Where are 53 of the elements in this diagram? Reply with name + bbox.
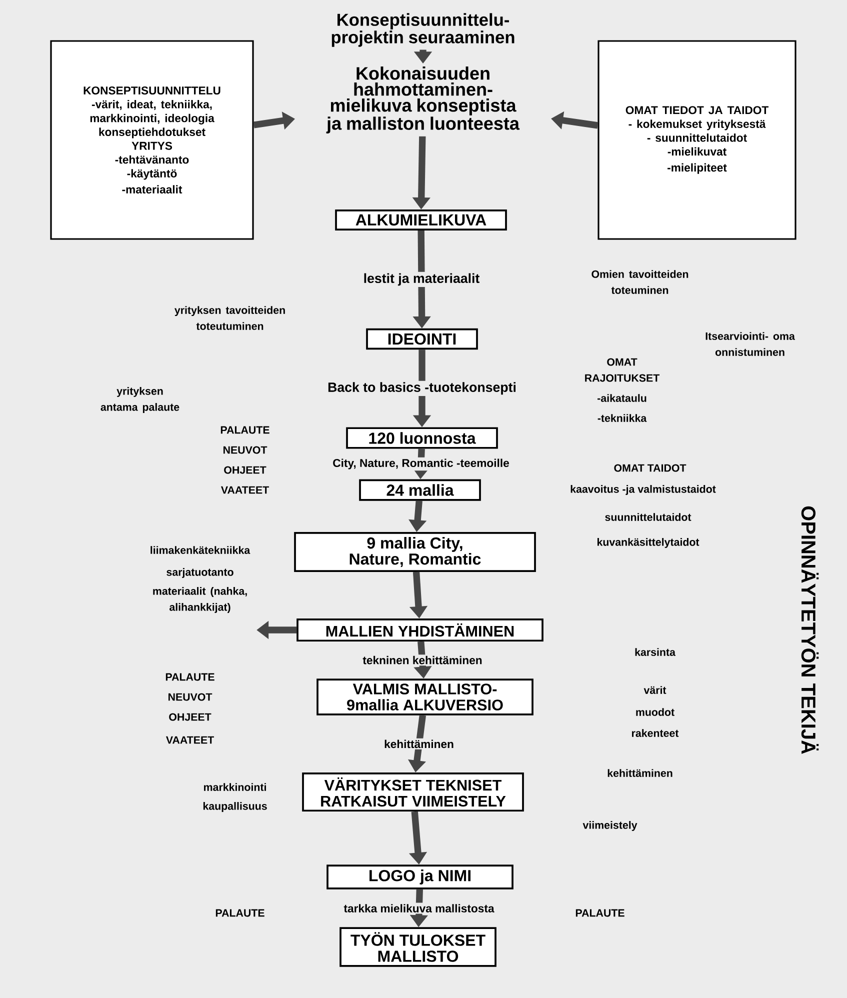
process-box: 120 luonnosta (346, 427, 498, 449)
note-text: OPINNÄYTETYÖN TEKIJÄ (801, 506, 819, 754)
note-text: viimeistely (582, 821, 638, 831)
note-text: liimakenkätekniikka (150, 546, 250, 554)
process-box: VÄRITYKSET TEKNISET RATKAISUT VIIMEISTELY (302, 772, 524, 812)
process-box: LOGO ja NIMI (326, 864, 514, 890)
note-text: PALAUTE (220, 426, 270, 434)
stage-text: Konseptisuunnittelu- projektin seuraaminen (332, 13, 514, 47)
note-text: suunnittelutaidot (605, 513, 692, 521)
note-text: yrityksen antama palaute (100, 387, 180, 413)
process-box: MALLIEN YHDISTÄMINEN (296, 618, 544, 642)
edge-label: Back to basics -tuotekonsepti (326, 380, 518, 396)
note-text: VAATEET (166, 736, 214, 744)
edge-label: kehittäminen (382, 738, 456, 750)
note-text: OHJEET (224, 466, 266, 474)
note-text: kuvankäsittelytaidot (597, 538, 700, 548)
note-text: PALAUTE (166, 673, 214, 681)
note-text: -aikataulu (598, 394, 646, 402)
process-box: IDEOINTI (366, 328, 478, 350)
process-box: 24 mallia (359, 479, 481, 501)
note-text: VAATEET (220, 486, 269, 494)
note-text: PALAUTE (576, 909, 624, 917)
process-box: VALMIS MALLISTO-9mallia ALKUVERSIO (316, 678, 534, 716)
edge-label: tekninen kehittäminen (361, 654, 484, 666)
note-text: yrityksen tavoitteiden toteutuminen (174, 306, 285, 330)
edge-label: City, Nature, Romantic -teemoille (331, 457, 511, 471)
note-text: kaupallisuus (203, 802, 267, 812)
note-text: kehittäminen (608, 769, 672, 777)
stage-text: Kokonaisuuden hahmottaminen- mielikuva konseptista ja malliston luonteesta (326, 66, 520, 134)
process-box: ALKUMIELIKUVA (335, 209, 507, 231)
process-box: TYÖN TULOKSET MALLISTO (340, 927, 496, 967)
note-text: OMAT RAJOITUKSET (585, 358, 660, 382)
input-box: KONSEPTISUUNNITTELU -värit, ideat, tekniikka, markkinointi, ideologia konseptiehdotukset YRITYS -tehtävänanto -käytäntö -materiaalit (50, 40, 254, 240)
note-text: NEUVOT (224, 446, 268, 454)
process-box: 9 mallia City, Nature, Romantic (294, 532, 536, 572)
note-text: OMAT TAIDOT (614, 464, 686, 472)
note-text: OHJEET (169, 713, 212, 721)
input-box: OMAT TIEDOT JA TAIDOT - kokemukset yrityksestä - suunnittelutaidot -mielikuvat -mielipiteet (598, 40, 796, 240)
edge-label: lestit ja materiaalit (362, 272, 482, 287)
note-text: markkinointi (204, 783, 266, 791)
note-text: materiaalit (nahka, alihankkijat) (153, 587, 247, 613)
note-text: värit (644, 686, 666, 694)
note-text: karsinta (635, 648, 676, 656)
note-text: kaavoitus -ja valmistustaidot (570, 485, 716, 495)
note-text: PALAUTE (216, 909, 264, 917)
edge-label: tarkka mielikuva mallistosta (342, 902, 496, 914)
note-text: NEUVOT (168, 693, 212, 701)
note-text: rakenteet (632, 729, 679, 737)
note-text: sarjatuotanto (166, 568, 234, 578)
note-text: Itsearviointi- oma onnistuminen (706, 332, 795, 356)
note-text: Omien tavoitteiden toteuminen (592, 270, 688, 294)
note-text: muodot (636, 708, 674, 716)
note-text: -tekniikka (598, 414, 647, 422)
